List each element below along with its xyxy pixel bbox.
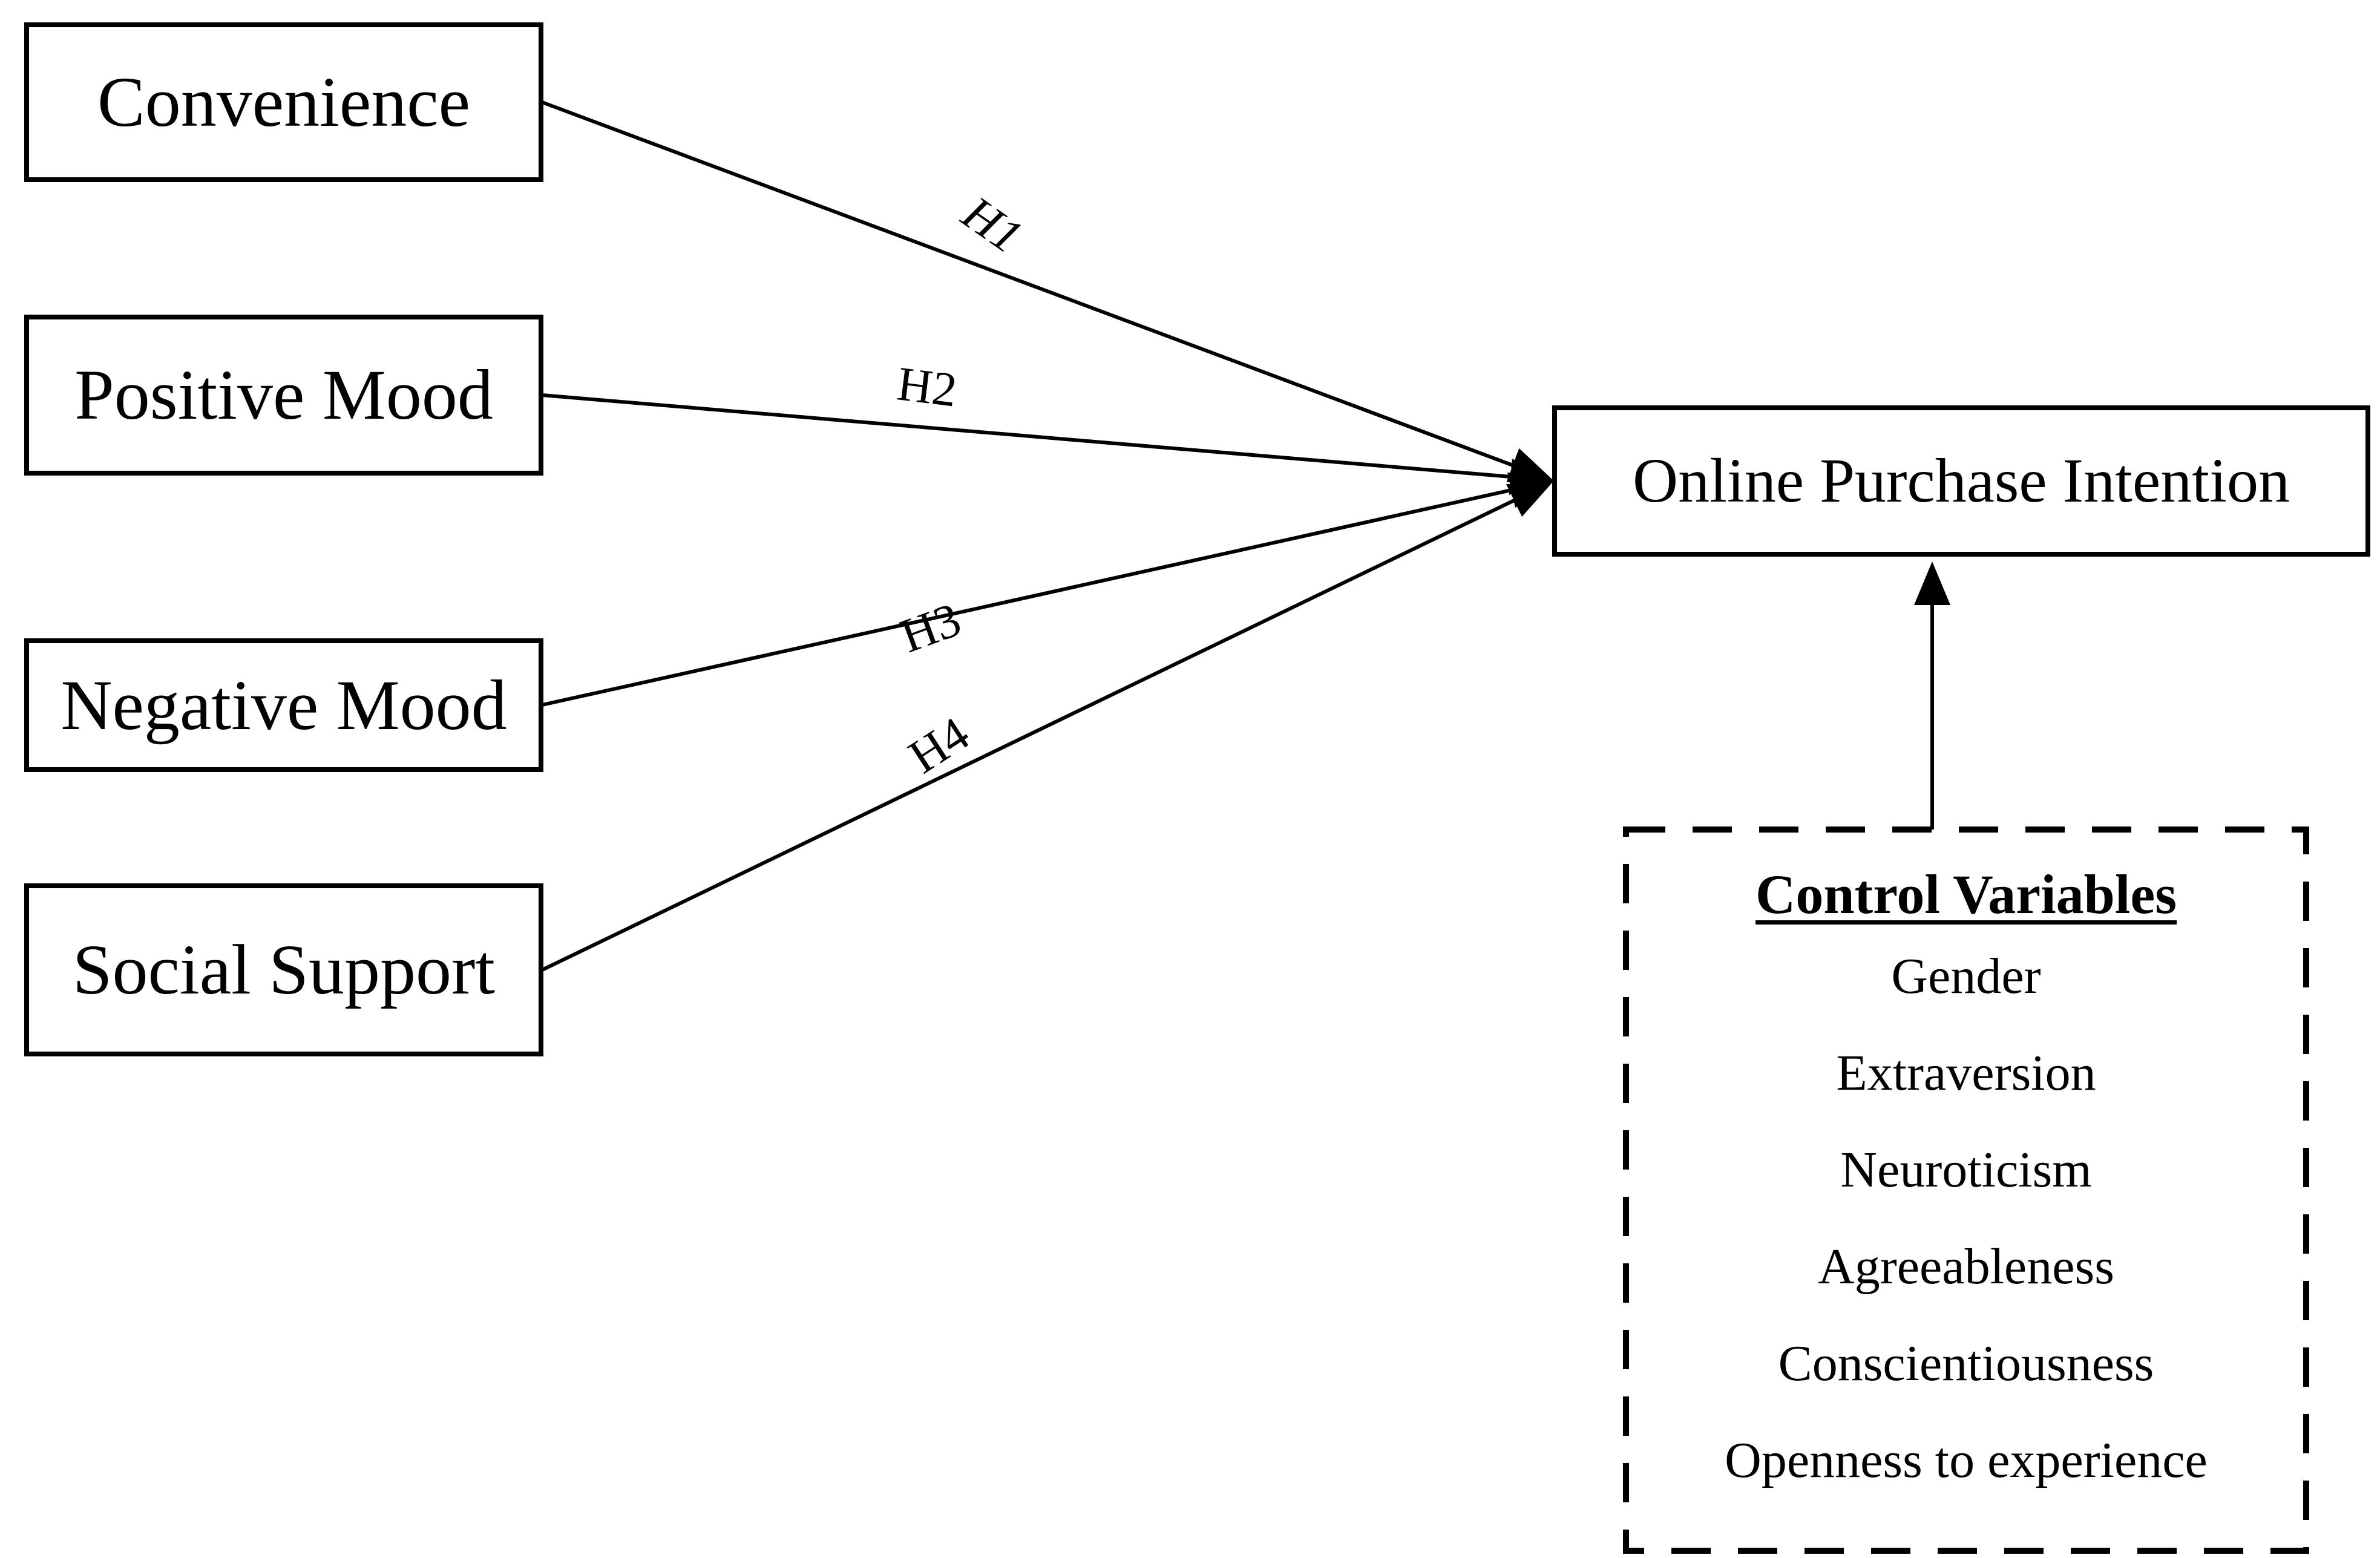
control-variables-title: Control Variables: [1755, 863, 2177, 925]
control-variable-item-gender: Gender: [1891, 948, 2041, 1004]
predictor-label-convenience: Convenience: [97, 62, 470, 142]
arrow-h3: [542, 472, 1554, 707]
control-variable-item-openness: Openness to experience: [1725, 1432, 2208, 1488]
arrow-h2: [542, 393, 1554, 495]
hypothesis-label-h2: H2: [894, 357, 960, 417]
outcome-label: Online Purchase Intention: [1633, 446, 2290, 516]
predictor-label-negative-mood: Negative Mood: [61, 665, 507, 745]
control-variable-item-agreeableness: Agreeableness: [1818, 1238, 2114, 1295]
predictor-label-positive-mood: Positive Mood: [74, 355, 493, 434]
predictor-box-negative-mood: Negative Mood: [24, 638, 543, 772]
control-variables-dashed-border: [1623, 826, 2309, 1554]
predictor-box-convenience: Convenience: [24, 22, 543, 182]
arrow-h1: [541, 100, 1554, 483]
control-variables-box: Control Variables Gender Extraversion Ne…: [1626, 830, 2306, 1551]
control-variable-item-neuroticism: Neuroticism: [1840, 1141, 2092, 1198]
predictor-box-social-support: Social Support: [24, 883, 543, 1056]
predictor-label-social-support: Social Support: [72, 930, 496, 1009]
control-variable-item-conscientiousness: Conscientiousness: [1778, 1335, 2154, 1392]
outcome-box: Online Purchase Intention: [1552, 405, 2370, 557]
predictor-box-positive-mood: Positive Mood: [24, 315, 543, 476]
control-variable-item-extraversion: Extraversion: [1836, 1044, 2096, 1101]
arrow-h4: [541, 481, 1553, 972]
